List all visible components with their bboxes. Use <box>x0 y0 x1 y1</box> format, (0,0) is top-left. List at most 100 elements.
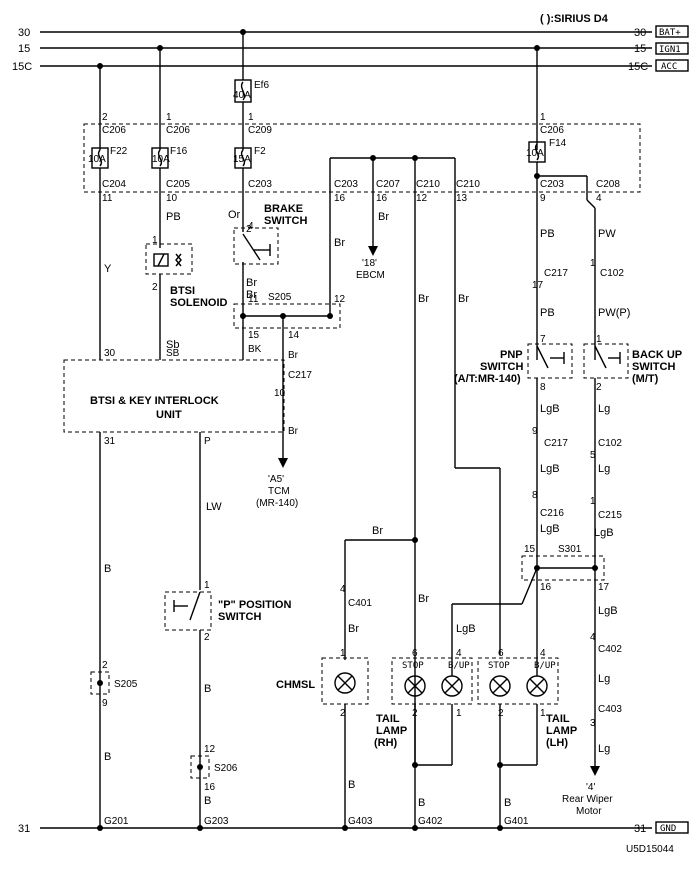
fuse-f14: 1 C206 F14 10A <box>526 112 567 163</box>
diagram-text: C217 <box>544 438 568 449</box>
rail-15c-left: 15C <box>12 61 32 73</box>
chmsl-bulb <box>334 672 356 694</box>
diagram-text: S301 <box>558 544 582 555</box>
diagram-text: C203 <box>540 179 564 190</box>
diagram-text: 7 <box>540 334 546 345</box>
diagram-text: 1 <box>456 708 462 719</box>
diagram-text: LgB <box>456 623 476 635</box>
diagram-text: C206 <box>540 125 564 136</box>
diagram-text: B <box>204 683 211 695</box>
diagram-text: C102 <box>598 438 622 449</box>
diagram-text: 15 <box>248 330 260 341</box>
diagram-text: Br <box>288 350 299 361</box>
diagram-text: 12 <box>334 294 346 305</box>
tail-rh-label-2: LAMP <box>376 725 407 737</box>
diagram-text: BK <box>248 344 262 355</box>
pnp-label-2: SWITCH <box>480 361 523 373</box>
diagram-text: LgB <box>594 527 614 539</box>
backup-label-2: SWITCH <box>632 361 675 373</box>
diagram-text: C216 <box>540 508 564 519</box>
diagram-text: 2 <box>102 660 108 671</box>
btsi-solenoid-label-1: BTSI <box>170 285 195 297</box>
power-rails: 30 15 15C 30 15 15C BAT+ IGN1 ACC ( ):SI… <box>12 13 689 73</box>
ign1-tag: IGN1 <box>659 45 681 55</box>
diagram-text: B/UP <box>534 661 556 671</box>
diagram-text: P <box>204 436 211 447</box>
diagram-text: PB <box>540 307 555 319</box>
tail-lh-stop-bulb <box>489 675 511 697</box>
diagram-text: Br <box>418 293 429 305</box>
diagram-text: B/UP <box>448 661 470 671</box>
diagram-text: C217 <box>544 268 568 279</box>
diagram-text: 4 <box>456 648 462 659</box>
solenoid-box <box>145 243 193 275</box>
ground-g403: G403 <box>348 816 373 827</box>
diagram-text: Br <box>372 525 383 537</box>
diagram-text: Br <box>246 289 257 301</box>
wiper-label-2: Rear Wiper <box>562 794 613 805</box>
splice-s206 <box>190 755 210 779</box>
fuse-f2: 1 C209 F2 15A C203 4 <box>233 112 272 232</box>
diagram-text: C217 <box>288 370 312 381</box>
diagram-text: B <box>104 751 111 763</box>
diagram-text: PW(P) <box>598 307 630 319</box>
diagram-text: F16 <box>170 146 188 157</box>
btsi-unit <box>63 359 285 433</box>
diagram-text: 2 <box>596 382 602 393</box>
tail-rh-stop-bulb <box>404 675 426 697</box>
diagram-text: 17 <box>532 280 544 291</box>
diagram-text: C208 <box>596 179 620 190</box>
diagram-text: 4 <box>540 648 546 659</box>
diagram-text: C205 <box>166 179 190 190</box>
gnd-tag: GND <box>660 824 676 834</box>
btsi-unit-label-2: UNIT <box>156 409 182 421</box>
diagram-text: C402 <box>598 644 622 655</box>
fuse-box <box>83 123 641 193</box>
diagram-text: Br <box>288 426 299 437</box>
diagram-text: F22 <box>110 146 128 157</box>
diagram-text: 4 <box>596 193 602 204</box>
diagram-text: 8 <box>540 382 546 393</box>
diagram-text: 1 <box>248 112 254 123</box>
diagram-text: 11 <box>248 294 259 305</box>
diagram-text: C401 <box>348 598 372 609</box>
ebcm-label-1: '18' <box>362 258 377 269</box>
tail-lh-label-2: LAMP <box>546 725 577 737</box>
diagram-text: 14 <box>288 330 300 341</box>
diagram-text: 1 <box>540 112 546 123</box>
diagram-text: 9 <box>102 698 108 709</box>
diagram-text: 1 <box>340 648 346 659</box>
diagram-text: 1 <box>152 235 158 246</box>
fuse-f16: 1 C206 F16 10A C205 10 <box>151 112 190 204</box>
diagram-text: LgB <box>540 463 560 475</box>
diagram-text: 10A <box>88 154 106 165</box>
diagram-text: C207 <box>376 179 400 190</box>
diagram-text: 1 <box>590 496 596 507</box>
diagram-text: 31 <box>104 436 116 447</box>
rail-30-left: 30 <box>18 27 30 39</box>
rail-15-right: 15 <box>634 43 646 55</box>
diagram-text: B <box>418 797 425 809</box>
diagram-text: Br <box>334 237 345 249</box>
tcm-label-1: 'A5' <box>268 474 284 485</box>
fuse-ef6: Ef6 40A <box>233 79 269 103</box>
diagram-text: STOP <box>488 661 510 671</box>
pnp-label-3: (A/T:MR-140) <box>454 373 521 385</box>
wiper-label-3: Motor <box>576 806 602 817</box>
wiper-label-1: '4' <box>586 782 595 793</box>
diagram-text: 40A <box>233 90 251 101</box>
diagram-text: Lg <box>598 743 610 755</box>
brake-switch-box <box>233 227 279 265</box>
diagram-text: C210 <box>416 179 440 190</box>
diagram-text: 31 <box>18 823 30 835</box>
solenoid-coil <box>153 253 169 267</box>
diagram-title: ( ):SIRIUS D4 <box>540 13 609 25</box>
diagram-text: 10A <box>526 148 544 159</box>
diagram-text: 2 <box>340 708 346 719</box>
diagram-text: Or <box>228 209 241 221</box>
diagram-text: LgB <box>540 403 560 415</box>
tcm-label-3: (MR-140) <box>256 498 298 509</box>
diagram-text: 2 <box>102 112 108 123</box>
diagram-text: 16 <box>540 582 552 593</box>
diagram-text: C203 <box>248 179 272 190</box>
